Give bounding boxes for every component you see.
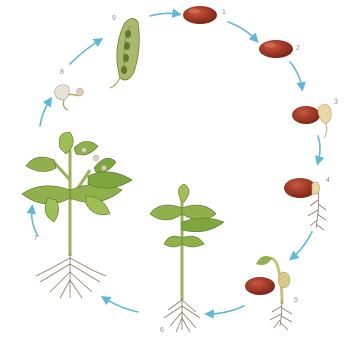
arrow-1-to-2 <box>228 22 256 40</box>
arrow-6-to-7 <box>104 298 138 312</box>
step-number: 2 <box>296 45 300 52</box>
arrow-8-to-9 <box>40 100 50 126</box>
stage-1-seed: 1 <box>183 6 226 24</box>
stage-8-flower: 8 <box>54 69 84 110</box>
step-number: 8 <box>60 69 64 76</box>
stage-2-seed: 2 <box>259 40 300 58</box>
arrow-3-to-4 <box>318 136 320 162</box>
leaves <box>150 184 224 247</box>
leaves <box>22 132 132 222</box>
bean-seed <box>259 40 293 58</box>
root-system <box>270 300 292 330</box>
bean-seed <box>284 178 316 198</box>
stage-9-open-pod: 9 <box>110 15 139 88</box>
step-number: 4 <box>326 177 330 184</box>
stage-6-young-plant: 6 <box>150 184 224 334</box>
step-number: 1 <box>222 9 226 16</box>
stage-7-mature-plant: 7 <box>22 132 132 298</box>
arrow-4-to-5 <box>292 232 312 258</box>
bean-seed <box>292 106 320 124</box>
arrow-7-to-8 <box>32 208 38 236</box>
arrow-5-to-6 <box>208 306 244 314</box>
step-number: 7 <box>34 235 38 242</box>
bean-flower <box>54 85 69 100</box>
root-system <box>36 254 106 298</box>
stage-3-seed-splitting: 3 <box>292 99 338 138</box>
flowers <box>82 148 107 171</box>
step-number: 9 <box>112 15 116 22</box>
arrow-2-to-3 <box>290 62 302 88</box>
step-number: 3 <box>334 99 338 106</box>
step-number: 5 <box>294 297 298 304</box>
step-number: 6 <box>160 327 164 334</box>
emerging-sprout <box>318 104 331 124</box>
bean-seed <box>245 277 275 295</box>
root-system <box>164 298 200 332</box>
arrow-9-to-1 <box>150 13 178 16</box>
arrow-9-branch <box>70 40 100 64</box>
stage-5-germination: 5 <box>245 256 298 330</box>
bean-seed <box>183 6 217 24</box>
stage-4-radicle: 4 <box>284 177 330 230</box>
cycle-arrows <box>32 13 320 314</box>
root-system <box>308 192 326 230</box>
